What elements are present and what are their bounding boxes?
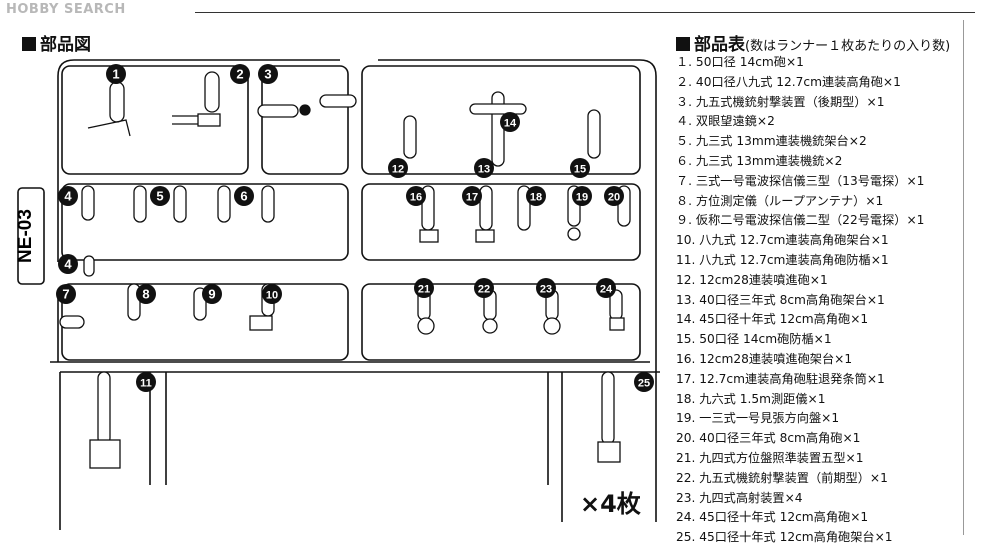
callout-number: 5 xyxy=(156,189,163,204)
callout-circle xyxy=(258,64,278,84)
callout-number: 17 xyxy=(466,192,478,204)
callout-number: 19 xyxy=(576,192,588,204)
diagram-section-title: 部品図 xyxy=(22,30,91,55)
callout-number: 10 xyxy=(266,290,278,302)
callout-circle xyxy=(56,284,76,304)
parts-list-item: ８. 方位測定儀（ループアンテナ）×1 xyxy=(676,193,884,208)
callout-circle xyxy=(150,186,170,206)
callout-number: 4 xyxy=(64,189,72,204)
runner-frame xyxy=(17,59,660,530)
parts-list-item: 18. 九六式 1.5m測距儀×1 xyxy=(676,391,826,406)
callout-circle xyxy=(136,372,156,392)
parts-list-item: 25. 45口径十年式 12cm高角砲架台×1 xyxy=(676,530,893,545)
callout-number: 12 xyxy=(392,164,404,176)
callout-number: 4 xyxy=(64,257,72,272)
callout-number: 2 xyxy=(236,67,243,82)
parts-list: １. 50口径 14cm砲×1 ２. 40口径八九式 12.7cm連装高角砲×1 ３… xyxy=(676,53,924,548)
callout-circle xyxy=(572,186,592,206)
callout-number: 3 xyxy=(264,67,271,82)
callout-number: 7 xyxy=(62,287,69,302)
parts-list-item: 19. 一三式一号見張方向盤×1 xyxy=(676,411,840,426)
callout-circle xyxy=(406,186,426,206)
callout-circle xyxy=(136,284,156,304)
callout-number: 1 xyxy=(112,67,119,82)
callout-number: 13 xyxy=(478,164,490,176)
callout-circle xyxy=(58,186,78,206)
callout-circle xyxy=(500,112,520,132)
callout-circle xyxy=(462,186,482,206)
callout-circle xyxy=(570,158,590,178)
callout-number: 16 xyxy=(410,192,422,204)
parts-list-item: 14. 45口径十年式 12cm高角砲×1 xyxy=(676,312,869,327)
parts-list-item: 24. 45口径十年式 12cm高角砲×1 xyxy=(676,510,869,525)
callout-circle xyxy=(634,372,654,392)
parts-list-item: ３. 九五式機銃射撃装置（後期型）×1 xyxy=(676,94,885,109)
black-square-icon xyxy=(22,37,36,51)
callout-circle xyxy=(474,278,494,298)
callout-circle xyxy=(414,278,434,298)
list-section-title: 部品表(数はランナー１枚あたりの入り数) xyxy=(676,30,950,55)
callout-number: 6 xyxy=(240,189,247,204)
parts-list-item: ９. 仮称二号電波探信儀二型（22号電探）×1 xyxy=(676,213,925,228)
callout-number: 15 xyxy=(574,164,586,176)
callout-circle xyxy=(262,284,282,304)
callout-circle xyxy=(596,278,616,298)
callout-number: 21 xyxy=(418,284,430,296)
callout-number: 23 xyxy=(540,284,552,296)
callout-circle xyxy=(202,284,222,304)
parts-list-item: 22. 九五式機銃射撃装置（前期型）×1 xyxy=(676,470,888,485)
parts-list-item: 20. 40口径三年式 8cm高角砲×1 xyxy=(676,431,861,446)
parts-list-item: 15. 50口径 14cm砲防楯×1 xyxy=(676,332,832,347)
callout-circle xyxy=(536,278,556,298)
callout-number: 18 xyxy=(530,192,542,204)
right-rule xyxy=(963,20,964,535)
callout-number: 25 xyxy=(638,378,650,390)
callout-number: 22 xyxy=(478,284,490,296)
diagram-title-text: 部品図 xyxy=(40,35,91,55)
parts-list-item: ４. 双眼望遠鏡×2 xyxy=(676,114,775,129)
runner-label: NE-03 xyxy=(15,209,36,263)
parts-list-item: ７. 三式一号電波探信儀三型（13号電探）×1 xyxy=(676,173,925,188)
part-sketches xyxy=(59,71,631,469)
parts-list-item: ６. 九三式 13mm連装機銃×2 xyxy=(676,153,843,168)
callout-circle xyxy=(230,64,250,84)
callout-circle xyxy=(526,186,546,206)
black-square-icon xyxy=(676,37,690,51)
parts-list-item: 12. 12cm28連装噴進砲×1 xyxy=(676,272,828,287)
list-subtitle: (数はランナー１枚あたりの入り数) xyxy=(745,39,951,54)
parts-list-item: １. 50口径 14cm砲×1 xyxy=(676,55,804,69)
callout-number: 11 xyxy=(140,378,152,390)
parts-list-item: ２. 40口径八九式 12.7cm連装高角砲×1 xyxy=(676,74,901,89)
parts-list-item: 13. 40口径三年式 8cm高角砲架台×1 xyxy=(676,292,885,307)
callout-number: 9 xyxy=(208,287,215,302)
parts-list-item: 17. 12.7cm連装高角砲駐退発条筒×1 xyxy=(676,371,885,386)
parts-list-item: 23. 九四式高射装置×4 xyxy=(676,490,803,505)
callout-number: 8 xyxy=(142,287,149,302)
callout-circle xyxy=(604,186,624,206)
runner-quantity: ×4枚 xyxy=(580,490,641,518)
callout-circle xyxy=(388,158,408,178)
parts-list-item: 16. 12cm28連装噴進砲架台×1 xyxy=(676,351,853,366)
callout-circle xyxy=(106,64,126,84)
parts-list-item: 21. 九四式方位盤照準装置五型×1 xyxy=(676,450,864,465)
list-title-text: 部品表 xyxy=(694,35,745,55)
callout-number: 20 xyxy=(608,192,620,204)
callout-circle xyxy=(58,254,78,274)
callout-circle xyxy=(474,158,494,178)
watermark: HOBBY SEARCH xyxy=(6,2,126,17)
parts-list-item: 10. 八九式 12.7cm連装高角砲架台×1 xyxy=(676,233,889,248)
callout-number: 14 xyxy=(504,118,517,130)
parts-list-item: 11. 八九式 12.7cm連装高角砲防楯×1 xyxy=(676,252,889,267)
parts-list-item: ５. 九三式 13mm連装機銃架台×2 xyxy=(676,134,867,149)
callout-number: 24 xyxy=(600,284,613,296)
callout-circle xyxy=(234,186,254,206)
top-rule xyxy=(195,12,975,13)
